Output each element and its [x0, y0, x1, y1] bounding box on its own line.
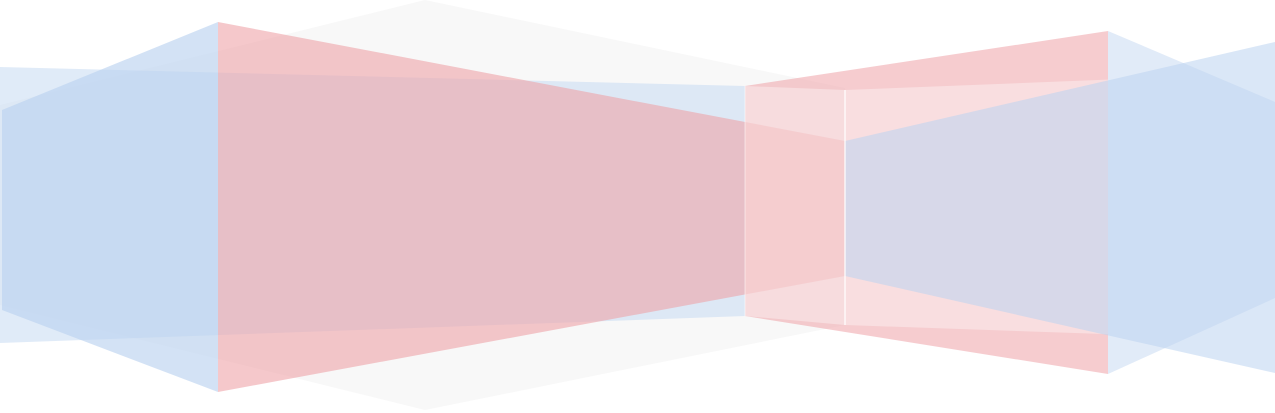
blue-left-slab [2, 22, 218, 392]
blue-right-wedge [845, 42, 1275, 373]
blue-right-slab [1108, 31, 1275, 374]
pink-main-trapezoid [218, 22, 845, 392]
